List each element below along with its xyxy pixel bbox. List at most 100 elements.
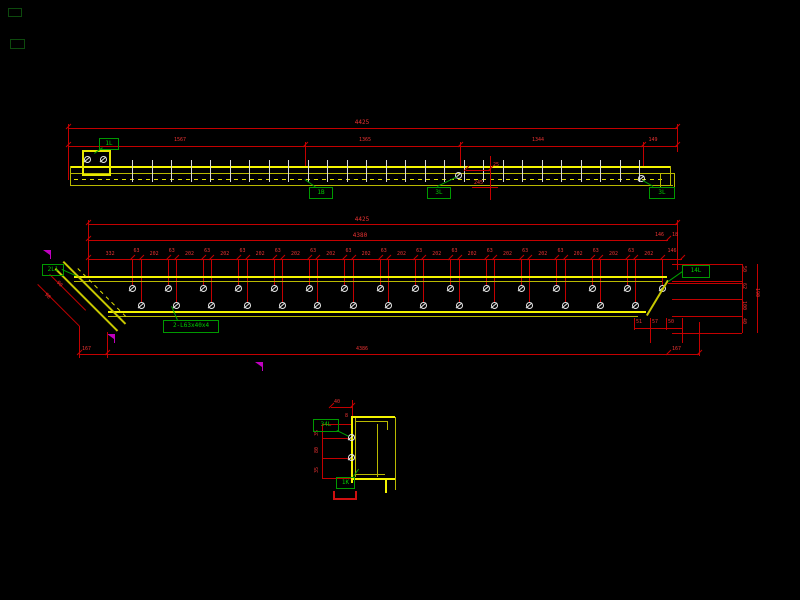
pitch-dim-text: 63 [239, 248, 246, 254]
stiffener-tick [366, 160, 367, 182]
ladder-dim-text: 100 [741, 300, 747, 310]
extension-line [666, 318, 667, 330]
ladder-line [757, 264, 758, 333]
extension-line [650, 318, 651, 343]
stiffener-tick [210, 160, 211, 182]
stiffener-tick [385, 160, 387, 182]
stiffener-tick [444, 160, 445, 182]
pitch-dim-text: 63 [133, 248, 140, 254]
pitch-dim-text: 202 [361, 251, 371, 257]
bolt-dropper-line [450, 259, 452, 285]
pitch-dim-text: 63 [168, 248, 175, 254]
bolt-dropper-line [529, 259, 531, 302]
top-view-overall-dim: 4425 [354, 119, 370, 126]
dim-line [668, 283, 742, 284]
ladder-rung [672, 315, 742, 317]
bolt-dropper-line [600, 259, 601, 302]
beam-bottom-line [70, 185, 673, 186]
side-dim-text: 35 [314, 466, 320, 473]
bolt-dropper-line [344, 259, 346, 285]
bolt-dropper-line [626, 259, 628, 285]
dim-line [79, 354, 699, 355]
outstanding-leg-line [377, 424, 378, 477]
stiffener-tick [580, 160, 582, 182]
dim-tick [679, 254, 686, 261]
stiffener-tick [405, 160, 406, 182]
leader-line [336, 430, 349, 437]
elevation-second-dim: 4380 [352, 232, 368, 239]
extension-line [677, 220, 678, 270]
end-dim: 146 [655, 232, 665, 238]
part-label-box: 1L [99, 138, 119, 150]
stiffener-tick [619, 160, 621, 182]
pitch-dim-text: 63 [557, 248, 564, 254]
angle-callout-box: 2-L63x40x4 [163, 320, 219, 333]
bolt-dropper-line [556, 259, 558, 285]
pitch-dim-text: 332 [105, 251, 115, 257]
pitch-dim-text: 202 [255, 251, 265, 257]
lip-line [385, 478, 387, 493]
pitch-dim-text: 63 [486, 248, 493, 254]
bolt-dropper-line [140, 259, 142, 302]
bolt-dropper-line [282, 259, 283, 302]
stiffener-tick [288, 160, 289, 182]
flange-return-line [387, 421, 388, 430]
bottom-dim-left: 167 [82, 346, 92, 352]
detail-dim: 8 [345, 413, 349, 419]
ladder-dim-text: 62 [741, 283, 747, 290]
beam-heel-line [70, 173, 670, 174]
part-label-box: 3L [649, 187, 675, 199]
bolt-symbol [376, 285, 384, 292]
bolt-symbol [235, 285, 243, 292]
bolt-dropper-line [167, 259, 169, 285]
bolt-symbol [632, 302, 640, 309]
end-dim: 18 [672, 232, 679, 238]
bolt-dropper-line [635, 259, 637, 302]
stiffener-tick [561, 160, 562, 182]
bolt-dropper-line [308, 259, 310, 285]
bolt-symbol [173, 302, 180, 309]
bolt-dropper-line [379, 259, 381, 285]
extension-line [643, 142, 644, 168]
stiffener-tick [268, 160, 270, 182]
bolt-symbol [270, 285, 278, 292]
bolt-symbol [526, 302, 534, 309]
pitch-dim-text: 63 [451, 248, 458, 254]
bolt-symbol [348, 454, 355, 461]
bolt-symbol [348, 434, 355, 441]
bolt-symbol [411, 285, 419, 292]
stiffener-tick [600, 160, 601, 182]
corner-mark-1 [8, 8, 22, 17]
top-flange-line [74, 276, 667, 278]
pitch-dim-text: 63 [274, 248, 281, 254]
pitch-dim-text: 202 [432, 251, 442, 257]
bottom-dim-right: 167 [672, 346, 682, 352]
end-tab [660, 173, 675, 188]
cluster-dim: 51 [636, 319, 643, 325]
extension-line [634, 318, 635, 330]
stiffener-tick [327, 160, 328, 182]
bolt-symbol [314, 302, 322, 309]
extension-line [88, 220, 89, 276]
bolt-symbol [341, 285, 349, 292]
bolt-symbol [553, 285, 561, 292]
bolt-symbol [561, 302, 569, 309]
stiffener-tick [171, 160, 172, 182]
bolt-symbol [420, 302, 428, 309]
bolt-dropper-line [317, 259, 319, 302]
extension-line [79, 326, 80, 358]
centerline [490, 156, 491, 200]
bolt-dropper-line [388, 259, 389, 302]
bottom-dim-overall: 4386 [355, 346, 369, 352]
bolt-symbol [517, 285, 525, 292]
extension-line [322, 438, 350, 439]
weld-mark [107, 334, 115, 343]
extension-line [305, 142, 306, 168]
part-label-box: 3L [427, 187, 451, 199]
dim-line [322, 424, 323, 478]
dim-line [68, 146, 677, 147]
bolt-dropper-line [485, 259, 487, 285]
pitch-dim-text: 146 [667, 248, 677, 254]
extension-line [322, 424, 351, 425]
